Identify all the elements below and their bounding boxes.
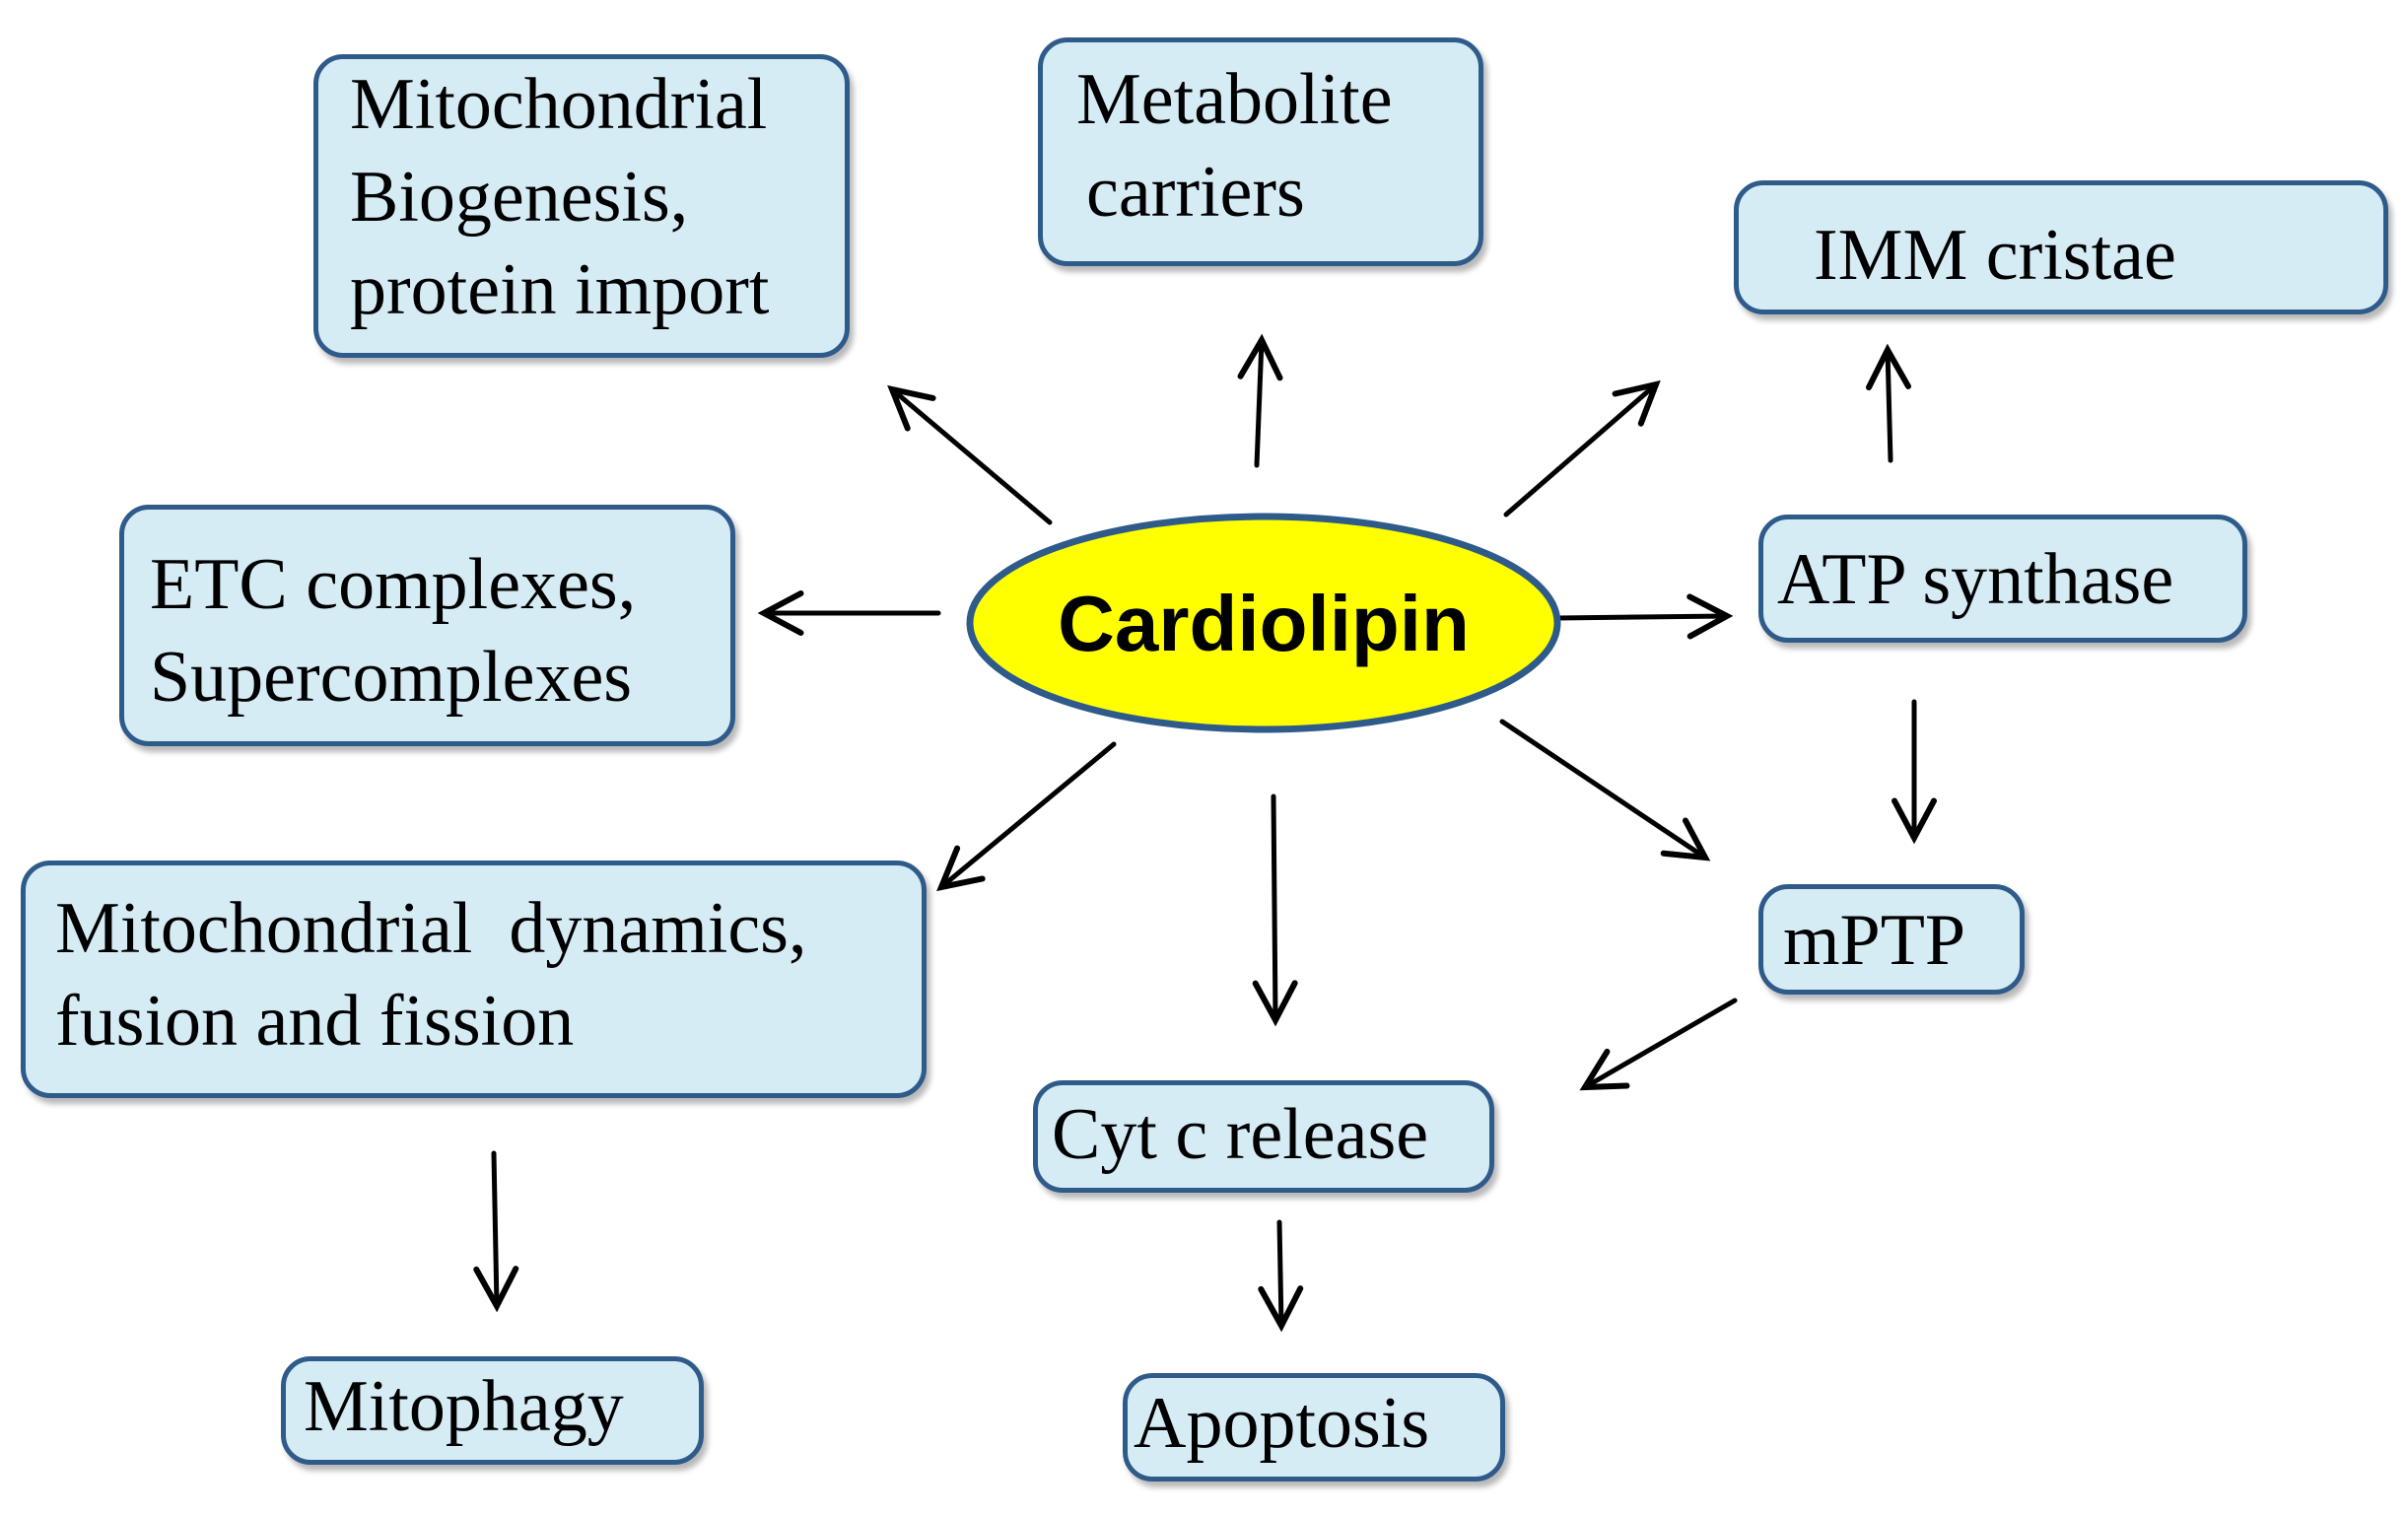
arrow-atp-to-cristae	[1866, 343, 1911, 463]
arrow-cardiolipin-to-metabolite	[1237, 333, 1283, 468]
arrow-cardiolipin-to-dynamics	[936, 741, 1117, 892]
metabolite-line-1: Metabolite	[1076, 59, 1393, 140]
dynamics-line-1: Mitochondrial dynamics,	[55, 888, 807, 969]
arrow-mptp-to-cytc	[1579, 998, 1738, 1091]
node-metabolite: Metabolite carriers	[1038, 37, 1483, 266]
node-mitophagy: Mitophagy	[281, 1356, 704, 1465]
node-atp: ATP synthase	[1758, 515, 2247, 643]
etc-line-1: ETC complexes,	[150, 544, 637, 625]
node-mptp: mPTP	[1758, 884, 2025, 995]
cytc-line-1: Cyt c release	[1052, 1094, 1429, 1175]
arrow-cardiolipin-to-mptp	[1499, 719, 1711, 861]
mptp-line-1: mPTP	[1783, 900, 1966, 981]
edge-group	[473, 333, 1937, 1333]
metabolite-line-2: carriers	[1086, 151, 1305, 233]
node-biogenesis: Mitochondrial Biogenesis, protein import	[313, 54, 850, 358]
arrow-cardiolipin-to-cristae	[1503, 379, 1661, 517]
biogenesis-line-1: Mitochondrial	[350, 64, 768, 145]
node-etc: ETC complexes, Supercomplexes	[119, 505, 735, 746]
node-dynamics: Mitochondrial dynamics, fusion and fissi…	[21, 861, 927, 1098]
cristae-line-1: IMM cristae	[1814, 215, 2176, 296]
arrow-cytc-to-apoptosis	[1258, 1219, 1304, 1333]
apoptosis-line-1: Apoptosis	[1134, 1383, 1430, 1464]
arrow-cardiolipin-to-biogenesis	[887, 384, 1053, 525]
arrow-cardiolipin-to-atp	[1554, 593, 1734, 640]
node-cytc: Cyt c release	[1033, 1080, 1494, 1193]
dynamics-line-2: fusion and fission	[55, 980, 575, 1062]
etc-line-2: Supercomplexes	[150, 636, 633, 718]
cardiolipin-node: Cardiolipin	[966, 513, 1561, 733]
biogenesis-line-2: Biogenesis,	[350, 156, 689, 238]
cardiolipin-label: Cardiolipin	[1058, 580, 1470, 667]
biogenesis-line-3: protein import	[350, 248, 770, 330]
cardiolipin-ellipse	[966, 513, 1561, 733]
atp-line-1: ATP synthase	[1777, 539, 2174, 620]
arrow-cardiolipin-to-cytc	[1252, 793, 1298, 1027]
mitophagy-line-1: Mitophagy	[304, 1366, 624, 1447]
node-apoptosis: Apoptosis	[1123, 1373, 1505, 1482]
arrow-dynamics-to-mitophagy	[473, 1150, 519, 1313]
node-cristae: IMM cristae	[1734, 180, 2388, 314]
